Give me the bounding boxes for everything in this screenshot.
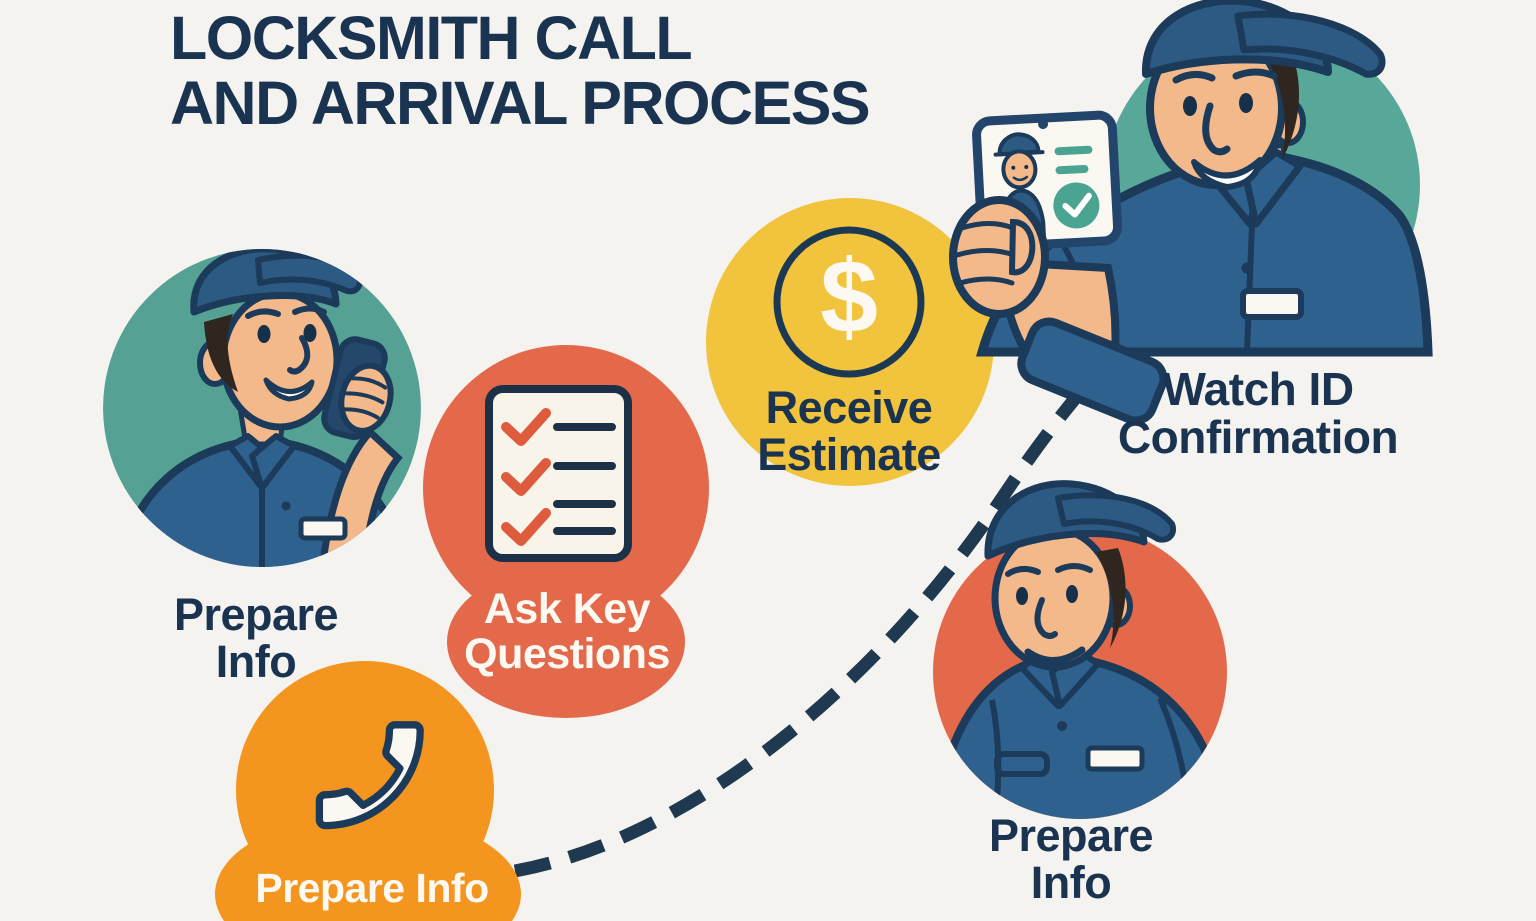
- nose: [1202, 102, 1231, 156]
- id-photo-eye: [1024, 165, 1029, 170]
- step-label-line: Ask Key: [483, 585, 651, 633]
- shirt-button: [1057, 721, 1067, 731]
- step-label-watch-id-confirmation: Watch ID Confirmation: [1117, 363, 1399, 463]
- thumb: [1008, 218, 1036, 276]
- step-label-line: Info: [1030, 856, 1112, 908]
- cap-brim: [1055, 492, 1176, 543]
- smiling-mouth: [1191, 157, 1263, 190]
- step-label-line: Estimate: [757, 428, 941, 480]
- locksmith-id-card-illustration: [949, 0, 1433, 425]
- step-label-line: Questions: [464, 629, 670, 678]
- step-label-line: Receive: [765, 382, 933, 433]
- phone-handset-blob: [215, 661, 521, 921]
- step-label-line: Confirmation: [1117, 410, 1399, 463]
- worker-fist: [949, 196, 1049, 318]
- locksmith-portrait-illustration: [933, 480, 1227, 819]
- step-label-receive-estimate: Receive Estimate: [757, 382, 941, 480]
- step-label-prepare-info-banner: Prepare Info: [255, 865, 489, 911]
- step-label-line: Watch ID: [1162, 363, 1354, 415]
- step-blob-orange: [215, 814, 521, 921]
- eye: [303, 324, 317, 342]
- id-photo-eye: [1011, 165, 1016, 170]
- nose: [287, 335, 311, 375]
- dollar-icon: $: [820, 239, 878, 356]
- step-label-line: Prepare: [173, 589, 339, 640]
- checklist-icon: [423, 345, 709, 718]
- dollar-coin-icon: [706, 198, 994, 486]
- step-blob-coral: [447, 566, 685, 718]
- eye: [1239, 93, 1253, 113]
- step-label-ask-key-questions: Ask Key Questions: [464, 587, 670, 676]
- eye: [1066, 585, 1078, 603]
- step-circle-yellow: [706, 198, 994, 486]
- eyebrow: [292, 305, 327, 315]
- eyebrow: [245, 308, 281, 319]
- page-title: LOCKSMITH CALL AND ARRIVAL PROCESS: [170, 4, 871, 138]
- id-text-line: [1055, 164, 1089, 175]
- page-title-line1: LOCKSMITH CALL: [170, 4, 693, 72]
- step-label-line: Info: [215, 635, 297, 687]
- name-tag: [1085, 745, 1145, 772]
- eye: [257, 325, 271, 343]
- eyebrows: [1172, 68, 1278, 84]
- step-label-prepare-info-call: Prepare Info: [173, 589, 339, 687]
- collar-right: [249, 433, 297, 491]
- verified-check-icon: [1062, 192, 1092, 218]
- worker-hair: [1262, 48, 1300, 160]
- pocket-flap: [994, 751, 1050, 777]
- dollar-ring: [773, 226, 925, 378]
- shirt-button: [1241, 262, 1253, 274]
- checkmark: [501, 408, 551, 446]
- eye: [1016, 587, 1028, 605]
- step-label-line: Prepare: [988, 810, 1154, 861]
- checklist-lines: [553, 423, 616, 535]
- page-title-line2: AND ARRIVAL PROCESS: [170, 69, 871, 138]
- id-photo-face: [1001, 149, 1038, 190]
- id-card-clip: [1038, 119, 1049, 130]
- checkmark: [501, 508, 551, 546]
- checkmark: [501, 458, 551, 496]
- eyebrows: [1005, 563, 1093, 577]
- cap-brim: [1234, 10, 1386, 78]
- nose: [1034, 597, 1058, 639]
- id-photo-smile: [1012, 175, 1029, 182]
- name-tag: [1240, 288, 1304, 320]
- step-label-line: Prepare Info: [255, 865, 489, 911]
- phone-icon: [315, 721, 424, 830]
- shirt-button: [281, 501, 291, 511]
- step-label-prepare-info-arrival: Prepare Info: [988, 810, 1154, 908]
- eye: [1183, 96, 1197, 116]
- worker-hand: [338, 362, 394, 434]
- smiling-mouth: [263, 377, 315, 402]
- rolled-sleeve: [1017, 317, 1168, 425]
- worker-hair: [204, 314, 238, 392]
- id-text-line: [1054, 145, 1093, 156]
- locksmith-on-phone-illustration: [103, 249, 421, 567]
- worker-hair: [1096, 548, 1126, 648]
- name-tag: [298, 516, 348, 541]
- id-photo-cap: [997, 132, 1041, 157]
- smile: [1024, 646, 1086, 664]
